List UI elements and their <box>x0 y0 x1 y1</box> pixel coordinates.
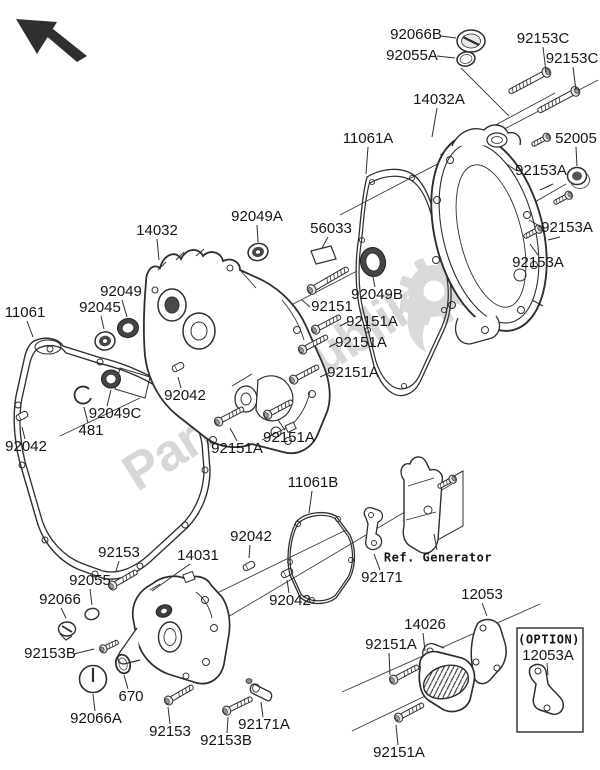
bolt-drawing <box>535 84 582 117</box>
sprocket-cover-14026-drawing <box>418 643 476 713</box>
seal-92049c-drawing <box>101 369 121 389</box>
bolt-drawing <box>304 263 351 297</box>
plate-56033-drawing <box>310 245 337 265</box>
circlip-481-drawing <box>73 385 92 405</box>
gasket-11061a-drawing <box>355 168 452 397</box>
bolt-drawing <box>220 693 255 718</box>
plate-92171a-drawing <box>245 678 273 702</box>
oring-670-drawing <box>114 653 132 675</box>
bolt-drawing <box>97 637 121 655</box>
cap-92066b-drawing <box>456 29 486 53</box>
bracket-92171-drawing <box>363 506 384 551</box>
bolt-drawing <box>387 661 422 687</box>
cover-14031-drawing <box>117 570 231 685</box>
option-bracket-12053a-drawing <box>528 663 564 716</box>
oring-92055a-drawing <box>456 51 476 67</box>
bearing-92045-drawing <box>94 331 116 351</box>
gasket-11061b-drawing <box>287 511 356 605</box>
generator-ref-drawing <box>400 456 464 554</box>
leader-lines <box>21 35 578 746</box>
option-box <box>516 627 584 733</box>
orientation-arrow-icon <box>16 19 87 62</box>
cap-52005-drawing <box>566 166 590 189</box>
cap-92066a-drawing <box>78 664 108 694</box>
bracket-12053-drawing <box>470 618 507 685</box>
bolt-drawing <box>551 189 575 208</box>
seal-92049b-drawing <box>359 247 387 277</box>
bolt-drawing <box>162 682 196 707</box>
bolt-drawing <box>529 131 553 150</box>
bearing-92049a-drawing <box>247 242 269 262</box>
cap-92066-drawing <box>57 621 77 641</box>
oring-92055-drawing <box>84 607 100 621</box>
clutch-cover-14032a-drawing <box>430 124 561 345</box>
bolt-drawing <box>309 311 344 337</box>
seal-92049-drawing <box>117 317 139 339</box>
cover-mechanism-detail <box>231 373 297 441</box>
